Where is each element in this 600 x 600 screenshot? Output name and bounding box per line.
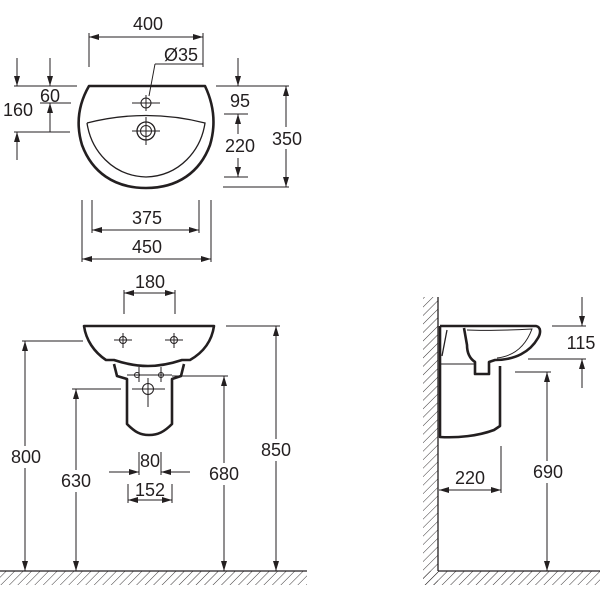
dim-label: 152 bbox=[135, 480, 165, 500]
dim-label: 350 bbox=[272, 129, 302, 149]
dim-projection-220: 220 bbox=[439, 446, 502, 493]
drain-icon bbox=[132, 378, 165, 407]
basin-bowl-top bbox=[86, 114, 206, 178]
dim-bottom-375-450: 375 450 bbox=[81, 200, 212, 262]
floor-front bbox=[0, 570, 307, 585]
bracket-line bbox=[441, 329, 448, 357]
dim-label: 60 bbox=[40, 86, 60, 106]
dim-tap-hole: Ø35 bbox=[148, 45, 203, 97]
dim-height-690: 690 bbox=[515, 371, 568, 571]
dim-label: 850 bbox=[261, 440, 291, 460]
dim-label: 160 bbox=[3, 100, 33, 120]
dim-fixing-180: 180 bbox=[123, 272, 176, 314]
dim-label: 680 bbox=[209, 464, 239, 484]
basin-outline-side bbox=[440, 324, 542, 376]
dim-width-400: 400 bbox=[88, 14, 204, 67]
dim-label: 690 bbox=[533, 462, 563, 482]
dim-label: 180 bbox=[135, 272, 165, 292]
side-view: 115 690 220 bbox=[423, 297, 600, 585]
dim-label: 220 bbox=[455, 468, 485, 488]
tap-hole-icon bbox=[132, 95, 160, 111]
pedestal-outline-side bbox=[438, 326, 502, 439]
fixing-bolt-icon bbox=[127, 367, 172, 382]
dim-label: 800 bbox=[11, 447, 41, 467]
dim-right-95-220-350: 95 220 350 bbox=[216, 58, 306, 188]
dim-label: 450 bbox=[132, 237, 162, 257]
pedestal-outline-front bbox=[112, 363, 186, 437]
dim-115: 115 bbox=[528, 297, 595, 388]
dim-label: 80 bbox=[140, 451, 160, 471]
basin-inner-side bbox=[466, 328, 533, 359]
wall bbox=[423, 297, 439, 585]
dim-label: 220 bbox=[225, 136, 255, 156]
tap-hole-icon bbox=[114, 333, 132, 348]
dim-height-850: 850 bbox=[226, 325, 297, 571]
dim-152: 152 bbox=[127, 480, 173, 503]
dim-height-680: 680 bbox=[172, 375, 245, 571]
front-view: 180 800 630 80 152 bbox=[0, 272, 307, 585]
dim-height-800: 800 bbox=[4, 340, 83, 571]
basin-outline-top bbox=[77, 84, 215, 190]
dim-80: 80 bbox=[109, 451, 190, 475]
top-view: 400 Ø35 160 60 bbox=[3, 14, 306, 262]
dim-left-160-60: 160 60 bbox=[3, 58, 77, 160]
dim-label: Ø35 bbox=[164, 45, 198, 65]
dim-label: 115 bbox=[567, 333, 596, 353]
floor-side bbox=[423, 570, 600, 585]
basin-outline-front bbox=[82, 324, 216, 368]
dim-height-630: 630 bbox=[55, 388, 121, 571]
dim-label: 95 bbox=[230, 91, 250, 111]
drain-icon bbox=[132, 117, 160, 145]
dim-label: 400 bbox=[133, 14, 163, 34]
dim-label: 375 bbox=[132, 208, 162, 228]
tap-hole-icon bbox=[165, 333, 183, 348]
dim-label: 630 bbox=[61, 471, 91, 491]
